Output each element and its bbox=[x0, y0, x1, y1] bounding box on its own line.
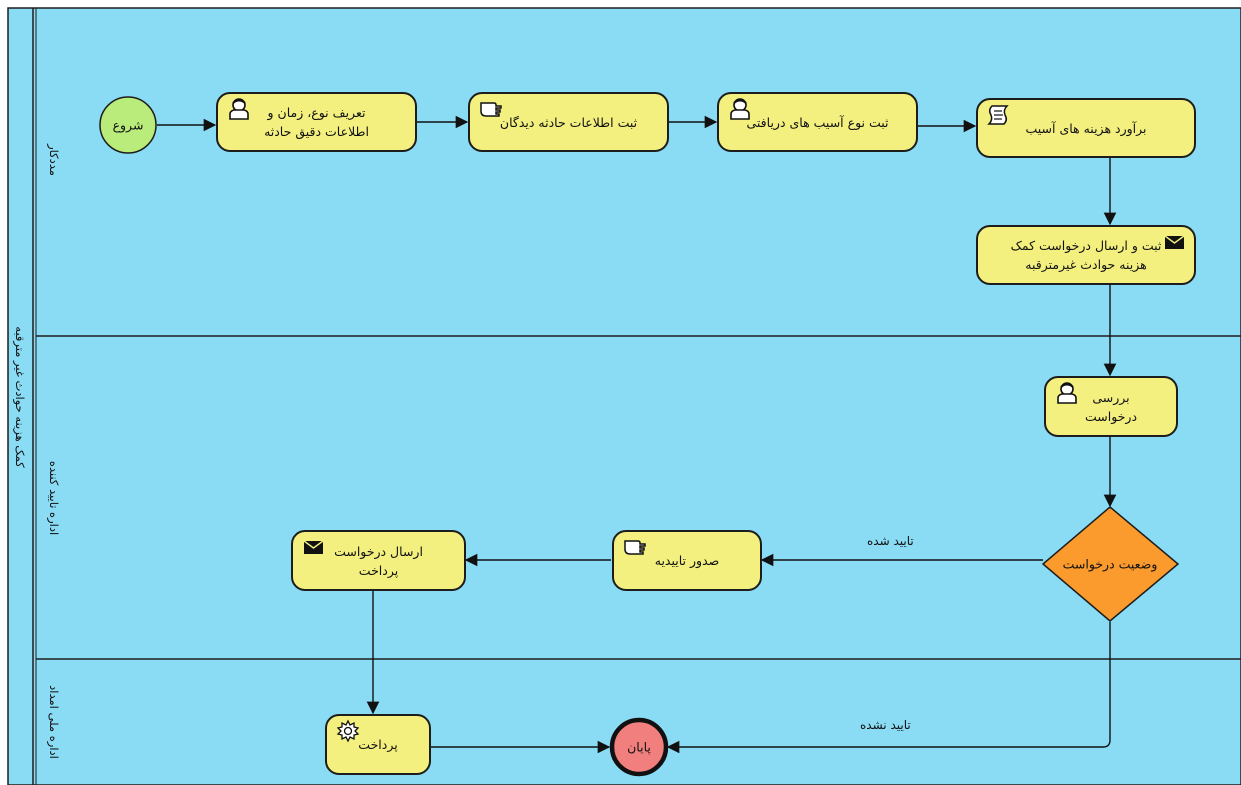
envelope-icon bbox=[303, 540, 324, 554]
task-register-damage[interactable]: ثبت نوع آسیب های دریافتی bbox=[717, 92, 918, 152]
task-label: برآورد هزینه های آسیب bbox=[1025, 120, 1147, 136]
task-estimate-cost[interactable]: برآورد هزینه های آسیب bbox=[976, 98, 1196, 158]
task-label: پرداخت bbox=[358, 737, 398, 752]
task-label: ثبت و ارسال درخواست کمک هزینه حوادث غیرم… bbox=[1010, 238, 1162, 272]
task-label: تعریف نوع، زمان و اطلاعات دقیق حادثه bbox=[264, 105, 369, 139]
manual-icon bbox=[480, 102, 502, 117]
gear-icon bbox=[336, 719, 360, 743]
script-icon bbox=[987, 105, 1009, 125]
user-icon bbox=[1057, 382, 1077, 404]
task-payment[interactable]: پرداخت bbox=[325, 714, 431, 775]
lane-label-approval-office: اداره تایید کننده bbox=[47, 460, 61, 536]
user-icon bbox=[229, 98, 249, 120]
flow-rejected bbox=[666, 622, 1111, 754]
task-label: ثبت نوع آسیب های دریافتی bbox=[746, 114, 889, 130]
end-event[interactable] bbox=[609, 717, 669, 777]
pool-label: کمک هزینه حوادث غیر مترقبه bbox=[13, 326, 27, 468]
end-event-label: پایان bbox=[627, 739, 651, 755]
task-review-request[interactable]: بررسی درخواست bbox=[1044, 376, 1178, 437]
task-issue-approval[interactable]: صدور تاییدیه bbox=[612, 530, 762, 591]
lane-label-social-worker: مددکار bbox=[47, 144, 61, 176]
task-label: ثبت اطلاعات حادثه دیدگان bbox=[499, 114, 638, 130]
flow-label-approved: تایید شده bbox=[867, 534, 914, 548]
task-label: بررسی درخواست bbox=[1085, 389, 1138, 424]
user-icon bbox=[730, 98, 750, 120]
gateway-label: وضعیت درخواست bbox=[1062, 556, 1158, 572]
task-register-victims[interactable]: ثبت اطلاعات حادثه دیدگان bbox=[468, 92, 669, 152]
lane-label-national-office: اداره ملی امداد bbox=[47, 685, 61, 759]
task-send-payment-request[interactable]: ارسال درخواست پرداخت bbox=[291, 530, 466, 591]
decision-gateway[interactable] bbox=[1041, 506, 1180, 622]
manual-icon bbox=[624, 540, 646, 555]
task-define-incident[interactable]: تعریف نوع، زمان و اطلاعات دقیق حادثه bbox=[216, 92, 417, 152]
envelope-icon bbox=[1164, 235, 1185, 249]
start-event-label: شروع bbox=[112, 117, 144, 133]
start-event[interactable] bbox=[99, 96, 157, 154]
task-label: ارسال درخواست پرداخت bbox=[334, 543, 423, 578]
task-send-request[interactable]: ثبت و ارسال درخواست کمک هزینه حوادث غیرم… bbox=[976, 225, 1196, 285]
flow-label-rejected: تایید نشده bbox=[860, 718, 911, 732]
task-label: صدور تاییدیه bbox=[654, 553, 720, 568]
